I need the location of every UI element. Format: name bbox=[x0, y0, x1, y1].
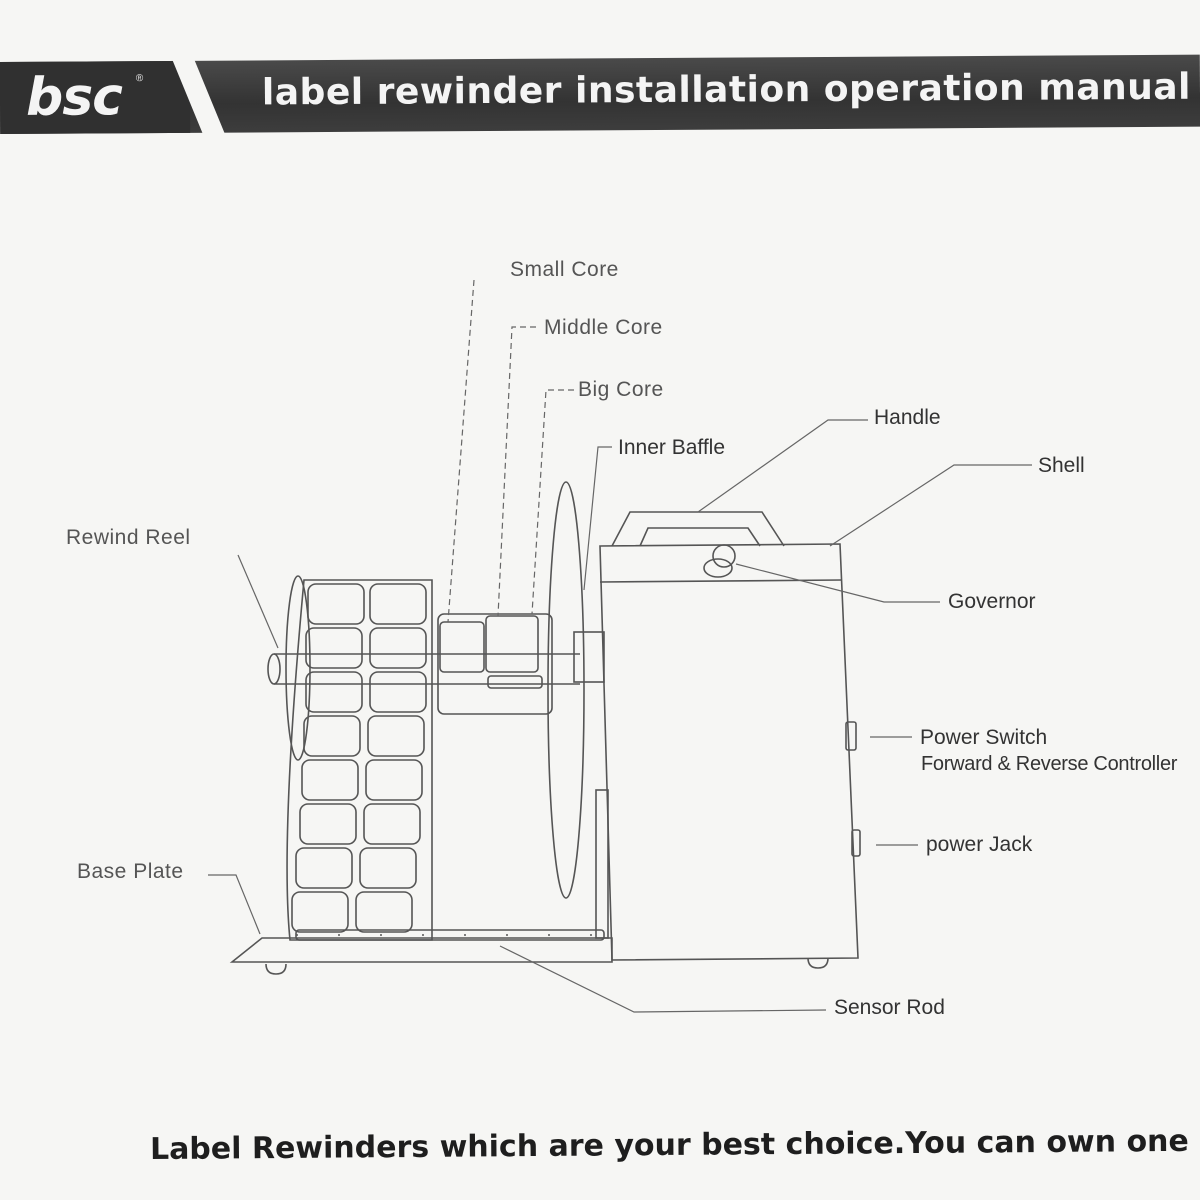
label-middle-core: Middle Core bbox=[544, 316, 663, 339]
power-jack-shape bbox=[851, 829, 861, 857]
base-plate-foot-left bbox=[265, 963, 287, 975]
label-handle: Handle bbox=[874, 406, 941, 429]
label-shell: Shell bbox=[1038, 454, 1085, 477]
governor-knob bbox=[712, 544, 736, 568]
label-forward-reverse-controller: Forward & Reverse Controller bbox=[921, 753, 1178, 775]
label-power-jack: power Jack bbox=[926, 833, 1033, 856]
leader-middle-core bbox=[497, 326, 536, 617]
leader-small-core bbox=[447, 279, 475, 623]
big-core-shape bbox=[437, 613, 553, 715]
sensor-post bbox=[595, 789, 609, 939]
leader-sensor-rod bbox=[499, 945, 827, 1013]
label-base-plate: Base Plate bbox=[77, 860, 184, 883]
shaft-end bbox=[267, 653, 281, 685]
rewind-reel-flange bbox=[285, 575, 311, 761]
power-switch-shape bbox=[845, 721, 857, 751]
governor-base bbox=[703, 558, 733, 578]
core-slot bbox=[487, 675, 543, 689]
label-grid bbox=[291, 583, 427, 933]
leader-rewind-reel bbox=[237, 554, 279, 649]
leader-inner-baffle bbox=[583, 446, 612, 591]
base-plate-outline bbox=[229, 937, 613, 963]
middle-core-shape bbox=[485, 615, 539, 673]
label-governor: Governor bbox=[948, 590, 1036, 613]
small-core-shape bbox=[439, 621, 485, 673]
inner-baffle-disc bbox=[547, 481, 585, 899]
base-plate-foot-right bbox=[807, 957, 829, 969]
label-power-switch: Power Switch bbox=[920, 726, 1048, 749]
leader-handle bbox=[697, 419, 868, 513]
label-small-core: Small Core bbox=[510, 258, 619, 281]
label-big-core: Big Core bbox=[578, 378, 664, 401]
label-sensor-rod: Sensor Rod bbox=[834, 996, 945, 1019]
label-web bbox=[286, 579, 433, 941]
leader-base-plate bbox=[208, 874, 261, 935]
label-inner-baffle: Inner Baffle bbox=[618, 436, 726, 459]
shell-outline bbox=[599, 543, 859, 961]
shaft-hub bbox=[573, 631, 605, 683]
leader-shell bbox=[829, 464, 1032, 547]
leader-big-core bbox=[531, 389, 574, 615]
handle-grip bbox=[639, 527, 761, 547]
leader-governor bbox=[735, 563, 940, 603]
handle-outline bbox=[611, 511, 785, 547]
label-rewind-reel: Rewind Reel bbox=[66, 526, 191, 549]
